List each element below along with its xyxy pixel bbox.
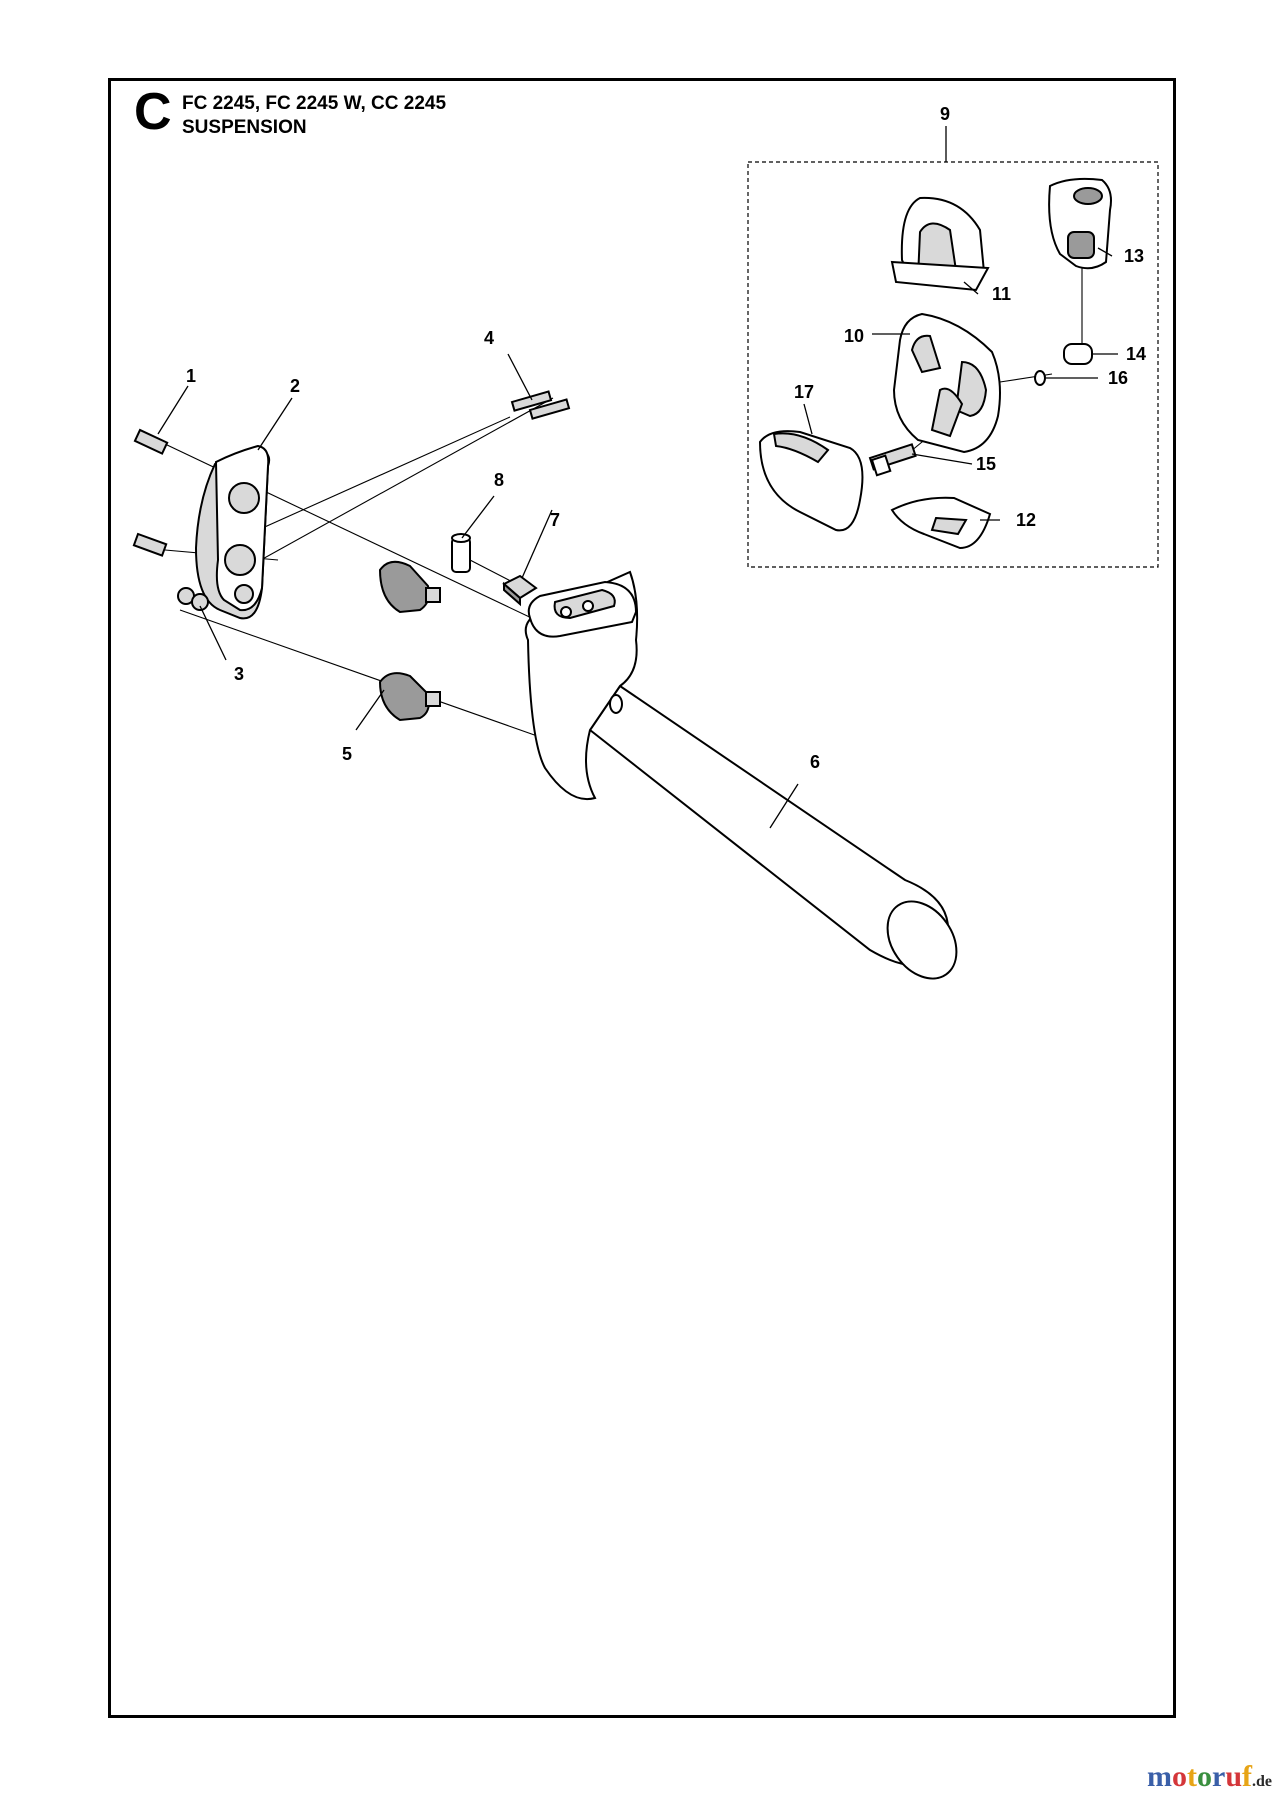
callout-6: 6 [810, 752, 820, 772]
part-1-bolts [132, 428, 169, 557]
part-5-dampers [378, 560, 441, 722]
kit-9-boundary [747, 161, 1159, 568]
callout-17: 17 [794, 382, 814, 402]
watermark-letter: t [1186, 1760, 1197, 1793]
callout-5: 5 [342, 744, 352, 764]
watermark-suffix: .de [1252, 1773, 1272, 1790]
section-title: SUSPENSION [182, 117, 307, 138]
callout-16: 16 [1108, 368, 1128, 388]
callout-2: 2 [290, 376, 300, 396]
callout-8: 8 [494, 470, 504, 490]
part-8-sleeve [451, 533, 471, 573]
watermark-letter: r [1211, 1760, 1226, 1793]
part-13-lever-housing [1048, 177, 1112, 270]
callout-leaders [157, 247, 1118, 829]
part-4-screws [510, 390, 571, 420]
callout-3: 3 [234, 664, 244, 684]
part-3-nuts [177, 587, 209, 611]
part-2-bracket-plate [194, 444, 271, 620]
part-14-pin [1063, 343, 1093, 365]
callout-9: 9 [940, 104, 950, 124]
section-letter: C [134, 83, 172, 141]
callout-14: 14 [1126, 344, 1146, 364]
part-15-screw [868, 443, 917, 477]
watermark-letter: u [1225, 1760, 1242, 1793]
watermark-letter: o [1171, 1760, 1187, 1793]
callout-11: 11 [992, 284, 1011, 304]
callout-1: 1 [186, 366, 196, 386]
part-16-washer [1034, 370, 1046, 386]
callout-7: 7 [550, 510, 560, 530]
part-7-square-nut [502, 574, 538, 607]
callout-15: 15 [976, 454, 996, 474]
callout-numbers: 1 2 3 4 5 6 7 8 9 10 11 12 13 14 15 16 1… [186, 104, 1146, 772]
callout-13: 13 [1124, 246, 1144, 266]
watermark-letter: f [1242, 1760, 1252, 1793]
part-12-trigger [890, 496, 992, 550]
watermark-letter: o [1196, 1760, 1212, 1793]
model-list: FC 2245, FC 2245 W, CC 2245 [182, 93, 447, 114]
callout-4: 4 [484, 328, 494, 348]
part-10-housing-main [892, 312, 1001, 454]
callout-12: 12 [1016, 510, 1036, 530]
part-11-housing-upper [890, 196, 990, 292]
watermark-letter: m [1146, 1760, 1172, 1793]
part-6-handle-tube [524, 570, 958, 980]
diagram-frame [108, 78, 1176, 1718]
part-17-grip-cover [758, 430, 864, 532]
callout-10: 10 [844, 326, 864, 346]
watermark-logo: motoruf.de [1147, 1762, 1272, 1792]
